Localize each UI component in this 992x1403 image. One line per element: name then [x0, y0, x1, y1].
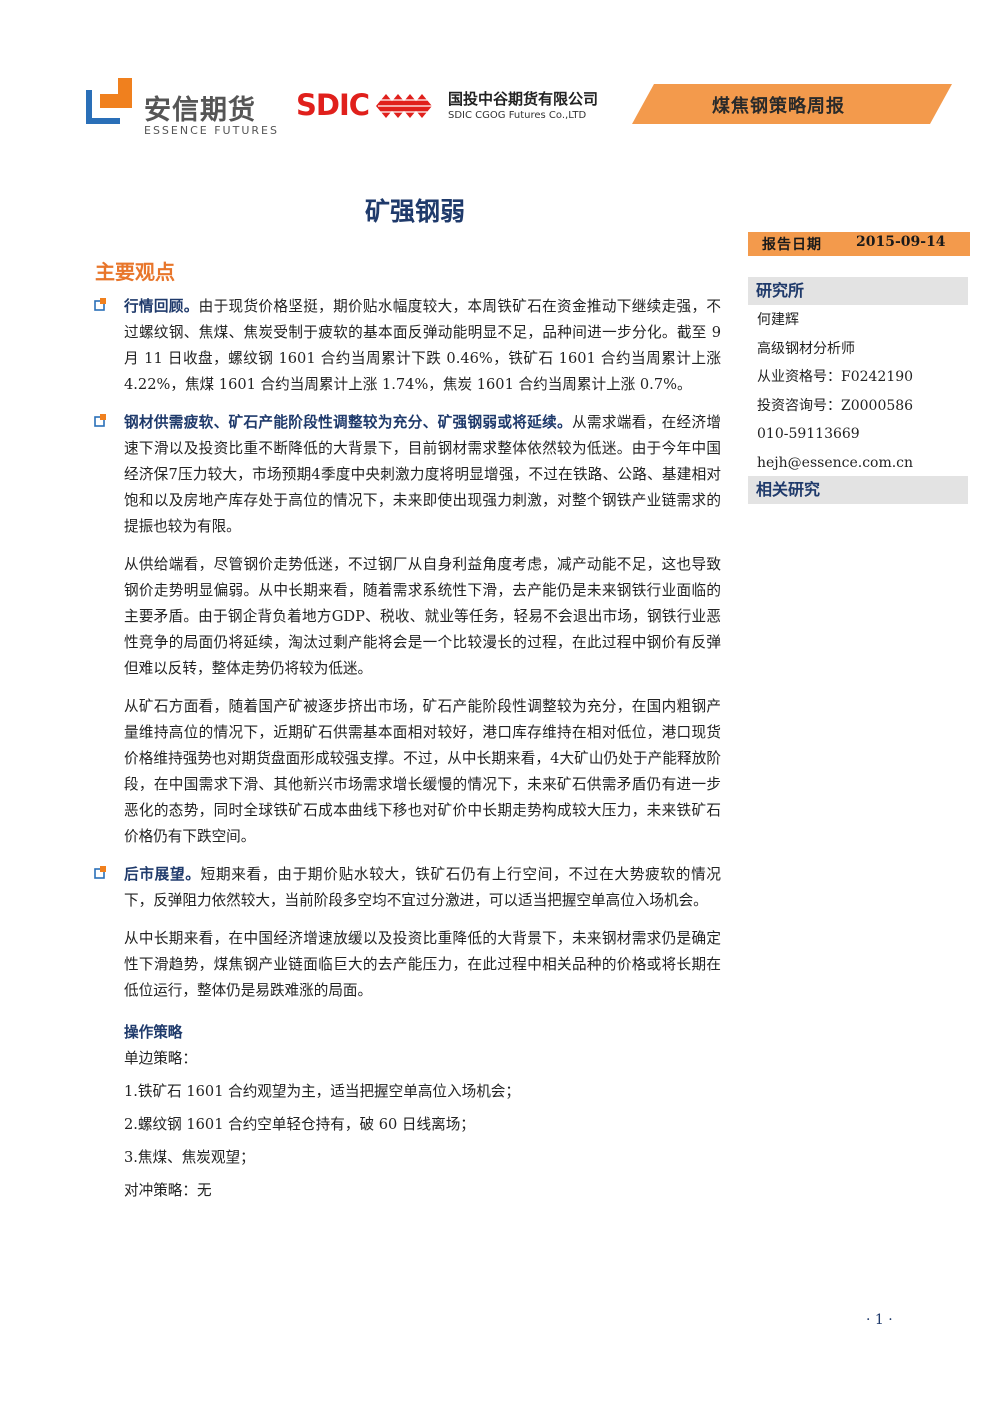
sidebar-heading-related: 相关研究: [748, 476, 968, 504]
analyst-title: 高级钢材分析师: [757, 340, 855, 357]
phone-number: 010-59113669: [757, 426, 860, 442]
strategy-hedge: 对冲策略：无: [124, 1182, 212, 1199]
bullet-text: 由于现货价格坚挺，期价贴水幅度较大，本周铁矿石在资金推动下继续走强，不过螺纹钢、…: [124, 298, 721, 393]
report-date-value: 2015-09-14: [856, 234, 946, 250]
square-bullet-icon: [94, 414, 106, 427]
paragraph-long-term: 从中长期来看，在中国经济增速放缓以及投资比重降低的大背景下，未来钢材需求仍是确定…: [124, 930, 721, 999]
page-title: 矿强钢弱: [364, 197, 465, 226]
sdic-logo-en: SDIC CGOG Futures Co.,LTD: [448, 110, 587, 121]
essence-logo-icon: [86, 78, 132, 124]
strategy-item: 2.螺纹钢 1601 合约空单轻仓持有，破 60 日线离场；: [124, 1116, 475, 1133]
bullet-lead: 后市展望。: [124, 866, 201, 883]
sdic-diamond-icon: [376, 94, 432, 118]
report-series-banner: 煤焦钢策略周报: [632, 84, 952, 124]
bullet-text: 短期来看，由于期价贴水较大，铁矿石仍有上行空间，不过在大势疲软的情况下，反弹阻力…: [124, 866, 721, 909]
bullet-lead: 行情回顾。: [124, 298, 199, 315]
banner-shape: [632, 84, 952, 124]
sdic-logo-word: SDIC: [296, 88, 370, 122]
email-address: hejh@essence.com.cn: [757, 454, 914, 471]
analyst-info: 何建辉 高级钢材分析师 从业资格号：F0242190 投资咨询号：Z000058…: [757, 306, 913, 477]
sidebar-heading-institute: 研究所: [748, 277, 968, 305]
strategy-single-label: 单边策略：: [124, 1050, 197, 1067]
section-heading-main-views: 主要观点: [95, 260, 175, 284]
report-series-label: 煤焦钢策略周报: [712, 96, 845, 117]
strategy-item: 1.铁矿石 1601 合约观望为主，适当把握空单高位入场机会；: [124, 1083, 521, 1100]
analyst-name: 何建辉: [757, 312, 799, 328]
qualification-number: 从业资格号：F0242190: [757, 369, 914, 385]
sdic-logo: SDIC 国投中谷期货有限公司 SDIC CGOG Futures Co.,LT…: [296, 86, 626, 130]
report-date-bar: 报告日期 2015-09-14: [748, 232, 970, 256]
consulting-number: 投资咨询号：Z0000586: [757, 397, 914, 414]
essence-futures-logo: 安信期货 ESSENCE FUTURES: [86, 78, 279, 140]
square-bullet-icon: [94, 866, 106, 879]
square-bullet-icon: [94, 298, 106, 311]
bullet-text: 从需求端看，在经济增速下滑以及投资比重不断降低的大背景下，目前钢材需求整体依然较…: [124, 414, 721, 535]
paragraph-supply-side: 从供给端看，尽管钢价走势低迷，不过钢厂从自身利益角度考虑，减产动能不足，这也导致…: [124, 556, 721, 677]
sdic-logo-cn: 国投中谷期货有限公司: [448, 90, 599, 108]
report-date-label: 报告日期: [762, 237, 822, 253]
page-number: · 1 ·: [866, 1312, 893, 1328]
bullet-lead: 钢材供需疲软、矿石产能阶段性调整较为充分、矿强钢弱或将延续。: [124, 414, 572, 431]
bullet-outlook: 后市展望。短期来看，由于期价贴水较大，铁矿石仍有上行空间，不过在大势疲软的情况下…: [94, 862, 721, 914]
strategy-item: 3.焦煤、焦炭观望；: [124, 1149, 255, 1166]
bullet-supply-demand: 钢材供需疲软、矿石产能阶段性调整较为充分、矿强钢弱或将延续。从需求端看，在经济增…: [94, 410, 721, 540]
main-content: 行情回顾。由于现货价格坚挺，期价贴水幅度较大，本周铁矿石在资金推动下继续走强，不…: [94, 294, 721, 1204]
essence-logo-cn: 安信期货: [144, 95, 256, 126]
paragraph-iron-ore: 从矿石方面看，随着国产矿被逐步挤出市场，矿石产能阶段性调整较为充分，在国内粗钢产…: [124, 698, 721, 845]
bullet-market-review: 行情回顾。由于现货价格坚挺，期价贴水幅度较大，本周铁矿石在资金推动下继续走强，不…: [94, 294, 721, 398]
essence-logo-en: ESSENCE FUTURES: [144, 124, 279, 137]
strategy-heading: 操作策略: [124, 1024, 183, 1041]
